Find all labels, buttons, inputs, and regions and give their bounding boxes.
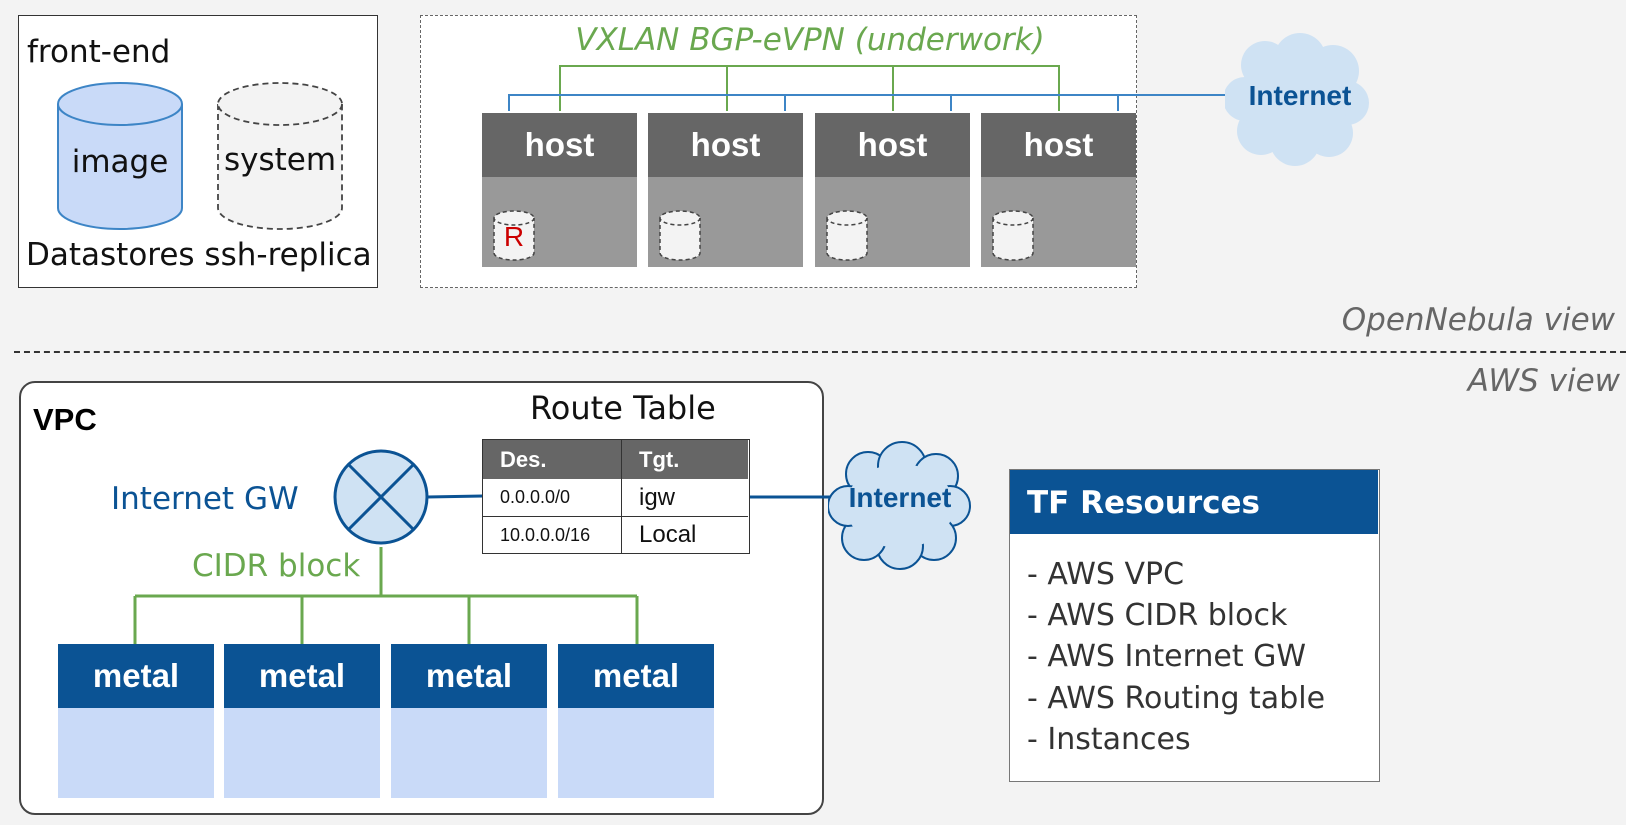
route-target: Local xyxy=(639,521,697,548)
replica-marker: R xyxy=(503,221,525,252)
metal-node: metal xyxy=(391,644,547,798)
table-row-cell: igw xyxy=(622,479,748,517)
route-table-title: Route Table xyxy=(530,389,716,427)
datastores-caption: Datastores ssh-replica xyxy=(26,237,372,273)
vxlan-network-label: VXLAN BGP-eVPN (underwork) xyxy=(560,22,1060,58)
host-title: host xyxy=(482,113,637,177)
host-node: host xyxy=(648,113,803,267)
metal-title: metal xyxy=(558,644,714,708)
internet-gateway-icon xyxy=(333,449,429,545)
table-row-cell: Local xyxy=(622,517,748,553)
host-title: host xyxy=(648,113,803,177)
table-row-cell: 10.0.0.0/16 xyxy=(483,517,622,553)
metal-title: metal xyxy=(391,644,547,708)
tf-resource-item: - AWS CIDR block xyxy=(1027,598,1288,633)
route-dest: 0.0.0.0/0 xyxy=(500,487,571,507)
cache-datastore-icon xyxy=(826,210,868,261)
route-table-header-target: Tgt. xyxy=(639,446,680,472)
tf-resources-box: TF Resources - AWS VPC - AWS CIDR block … xyxy=(1009,469,1380,782)
aws-view-label: AWS view xyxy=(1467,363,1620,399)
metal-body xyxy=(58,708,214,798)
metal-node: metal xyxy=(224,644,380,798)
opennebula-internet-label: Internet xyxy=(1248,80,1352,111)
datastore-image-icon xyxy=(57,82,183,230)
cidr-block-label: CIDR block xyxy=(192,548,361,584)
metal-body xyxy=(391,708,547,798)
tf-resource-item: - AWS Routing table xyxy=(1027,681,1326,716)
tf-resource-item: - AWS Internet GW xyxy=(1027,639,1307,674)
view-divider xyxy=(14,351,1626,353)
metal-node: metal xyxy=(58,644,214,798)
tf-resources-title: TF Resources xyxy=(1010,470,1378,534)
tf-resource-item: - Instances xyxy=(1027,722,1191,757)
tf-resource-item: - AWS VPC xyxy=(1027,557,1185,592)
route-table: Des. Tgt. 0.0.0.0/0 igw 10.0.0.0/16 Loca… xyxy=(482,439,750,554)
host-node: host R xyxy=(482,113,637,267)
metal-title: metal xyxy=(224,644,380,708)
metal-title: metal xyxy=(58,644,214,708)
cache-datastore-icon xyxy=(992,210,1034,261)
host-title: host xyxy=(815,113,970,177)
metal-body xyxy=(558,708,714,798)
cache-datastore-icon xyxy=(659,210,701,261)
vpc-label: VPC xyxy=(33,402,97,437)
host-node: host xyxy=(981,113,1136,267)
opennebula-view-label: OpenNebula view xyxy=(1341,302,1615,338)
cloud-icon xyxy=(828,441,971,570)
route-table-header-cell: Tgt. xyxy=(622,440,748,479)
route-table-header-cell: Des. xyxy=(483,440,622,479)
datastore-image-label: image xyxy=(71,144,169,180)
aws-internet-label: Internet xyxy=(848,482,952,513)
internet-gw-label: Internet GW xyxy=(111,481,299,517)
datastore-system-icon xyxy=(217,82,343,230)
metal-body xyxy=(224,708,380,798)
route-table-header-dest: Des. xyxy=(500,446,547,472)
host-node: host xyxy=(815,113,970,267)
cloud-icon xyxy=(1225,33,1369,166)
route-target: igw xyxy=(639,483,676,511)
replica-cache-icon xyxy=(493,210,535,261)
host-title: host xyxy=(981,113,1136,177)
datastore-system-label: system xyxy=(223,142,337,178)
frontend-title: front-end xyxy=(27,34,171,70)
metal-node: metal xyxy=(558,644,714,798)
table-row-cell: 0.0.0.0/0 xyxy=(483,479,622,517)
route-dest: 10.0.0.0/16 xyxy=(500,524,591,545)
